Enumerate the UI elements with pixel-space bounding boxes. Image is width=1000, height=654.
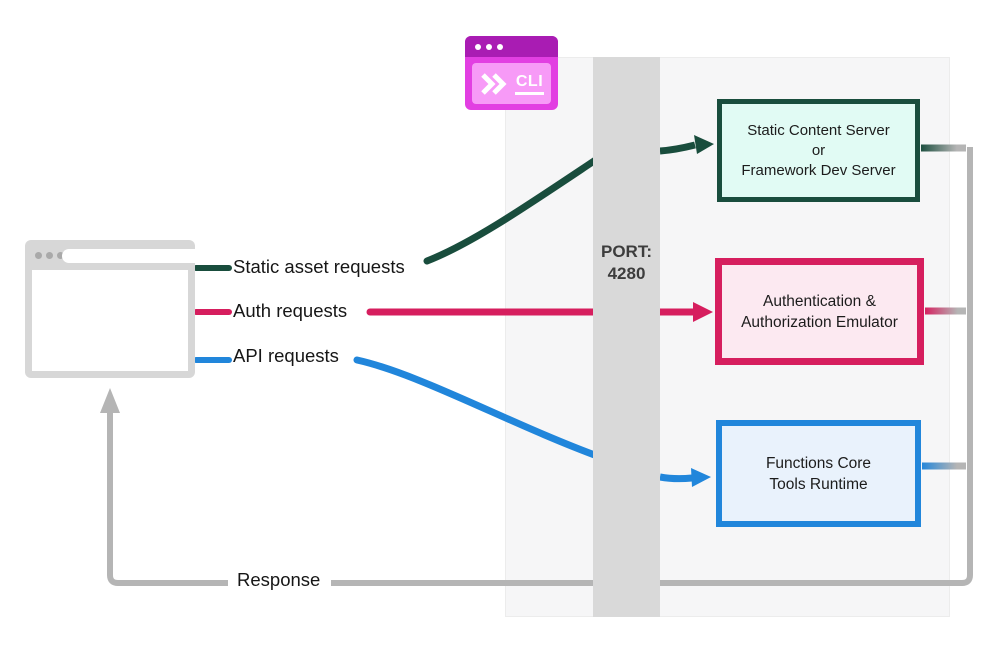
static-server-text-line3: Framework Dev Server bbox=[741, 161, 896, 179]
browser-dot-icon bbox=[35, 252, 42, 259]
browser-window-icon bbox=[25, 240, 213, 378]
port-bar: PORT: 4280 bbox=[593, 57, 660, 617]
auth-emulator-text-line2: Authorization Emulator bbox=[741, 313, 898, 331]
cli-label: CLI bbox=[514, 73, 545, 95]
cli-dot-icon bbox=[486, 44, 492, 50]
cli-screen: CLI bbox=[472, 63, 551, 104]
functions-runtime-text-line2: Tools Runtime bbox=[769, 475, 868, 493]
static-content-server-box: Static Content Server or Framework Dev S… bbox=[717, 99, 920, 202]
port-label-line2: 4280 bbox=[607, 264, 646, 283]
functions-runtime-text-line1: Functions Core bbox=[765, 454, 872, 472]
port-label: PORT: 4280 bbox=[593, 241, 660, 285]
cli-dot-icon bbox=[497, 44, 503, 50]
cli-terminal-window-icon: CLI bbox=[465, 36, 558, 110]
static-server-text-line1: Static Content Server bbox=[747, 121, 890, 139]
static-asset-requests-label: Static asset requests bbox=[233, 256, 405, 277]
auth-emulator-box: Authentication & Authorization Emulator bbox=[715, 258, 924, 365]
browser-address-bar bbox=[62, 249, 213, 263]
double-chevron-icon bbox=[481, 72, 507, 95]
port-label-line1: PORT: bbox=[601, 242, 652, 261]
browser-dot-icon bbox=[57, 252, 64, 259]
auth-emulator-text-line1: Authentication & bbox=[763, 292, 876, 310]
cli-titlebar bbox=[465, 36, 558, 57]
functions-runtime-box: Functions Core Tools Runtime bbox=[716, 420, 921, 527]
cli-dot-icon bbox=[475, 44, 481, 50]
static-server-text-line2: or bbox=[811, 141, 826, 159]
browser-content-area bbox=[32, 270, 188, 371]
auth-requests-label: Auth requests bbox=[233, 300, 348, 321]
browser-dot-icon bbox=[46, 252, 53, 259]
api-requests-label: API requests bbox=[233, 345, 339, 366]
response-label: Response bbox=[237, 569, 321, 590]
response-line-left bbox=[107, 408, 228, 586]
response-arrowhead bbox=[100, 388, 120, 413]
